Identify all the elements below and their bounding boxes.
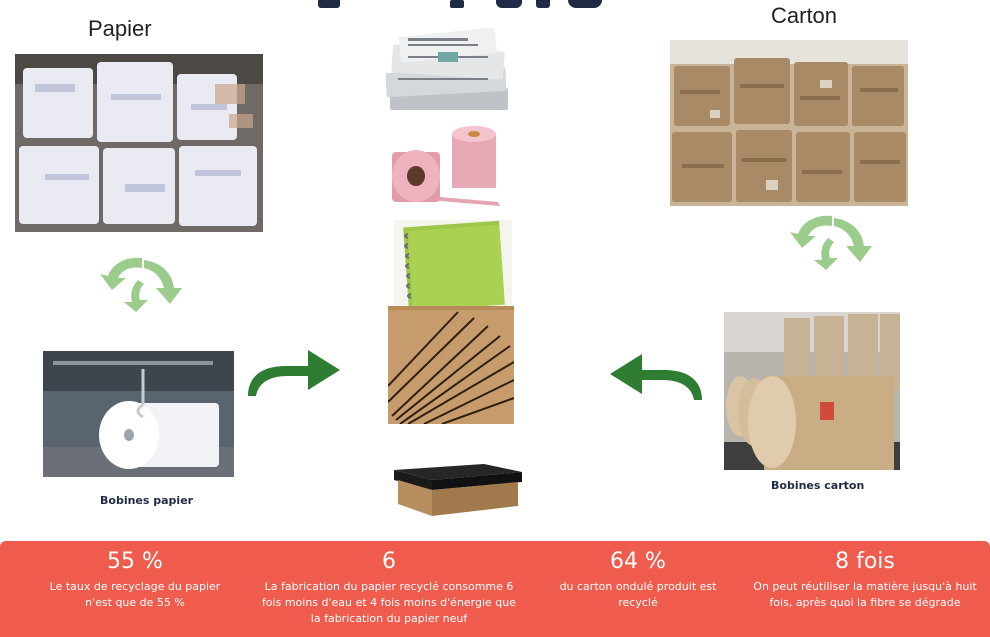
paper-section-title: Papier	[88, 16, 152, 41]
stat-water-energy: 6 La fabrication du papier recyclé conso…	[258, 541, 520, 627]
newspapers-image	[385, 28, 508, 110]
stat-value: 55 %	[107, 549, 163, 574]
stat-text: Le taux de recyclage du papier n'est que…	[49, 580, 221, 609]
corrugated-cardboard-image	[388, 306, 514, 424]
arrow-left-icon	[610, 354, 702, 400]
stat-value: 6	[382, 549, 396, 574]
cardboard-section-title: Carton	[771, 3, 838, 28]
cardboard-bales-image	[670, 40, 908, 206]
paper-recycle-arrows-icon	[100, 257, 182, 312]
stat-text: du carton ondulé produit est recyclé	[559, 580, 717, 609]
stat-reuse-times: 8 fois On peut réutiliser la matière jus…	[748, 541, 982, 611]
stat-value: 8 fois	[835, 549, 895, 574]
stat-text: La fabrication du papier recyclé consomm…	[261, 580, 517, 625]
stat-value: 64 %	[610, 549, 666, 574]
stats-band: 55 % Le taux de recyclage du papier n'es…	[0, 541, 990, 637]
cardboard-box-image	[394, 464, 522, 516]
main-title-fragment	[318, 0, 602, 8]
paper-reels-caption: Bobines papier	[100, 494, 194, 507]
cardboard-reels-caption: Bobines carton	[771, 479, 865, 492]
stat-text: On peut réutiliser la matière jusqu'à hu…	[753, 580, 977, 609]
notebook-image	[394, 220, 512, 312]
cardboard-recycle-arrows-icon	[790, 215, 872, 270]
paper-reels-image	[43, 351, 234, 477]
stat-corrugated-recycled: 64 % du carton ondulé produit est recycl…	[552, 541, 724, 611]
paper-bales-image	[15, 54, 263, 232]
stat-recycling-rate: 55 % Le taux de recyclage du papier n'es…	[40, 541, 230, 611]
cardboard-reels-image	[724, 312, 900, 470]
arrow-right-icon	[248, 350, 340, 396]
toilet-paper-image	[392, 126, 500, 206]
